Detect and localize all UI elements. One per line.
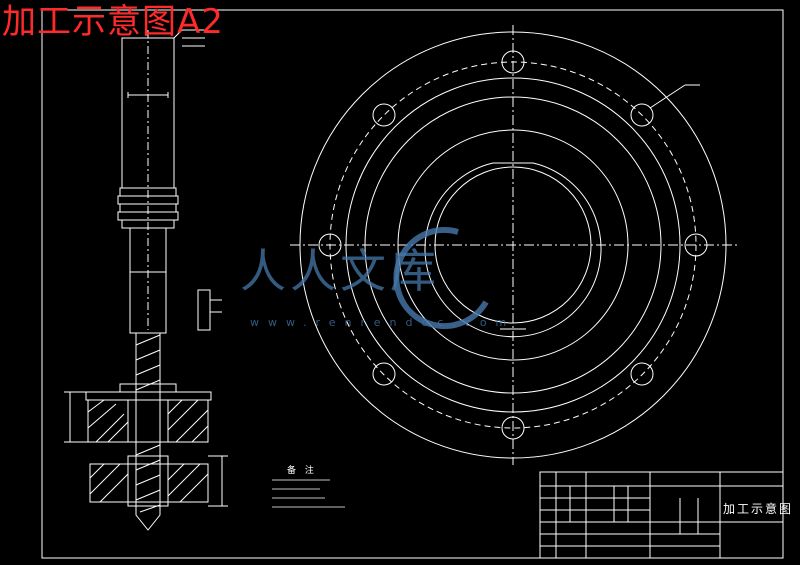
tech-notes — [272, 479, 345, 508]
drawing-title: 加工示意图A2 — [2, 2, 224, 42]
watermark-url: www.renrendoc.com — [250, 316, 516, 329]
title-block-drawing-name: 加工示意图 — [723, 502, 794, 516]
flange-plan-view — [290, 25, 740, 465]
drawing-border — [41, 9, 784, 559]
title-block — [539, 471, 784, 559]
tech-notes-heading: 备 注 — [287, 466, 317, 476]
watermark-logo — [393, 227, 489, 330]
workpiece-lower — [89, 455, 228, 507]
fixture-upper — [64, 383, 212, 443]
drill-tool — [135, 332, 161, 531]
watermark-text: 人人文库 — [240, 244, 440, 298]
side-label-box — [197, 289, 222, 331]
spindle-assembly — [117, 29, 205, 334]
